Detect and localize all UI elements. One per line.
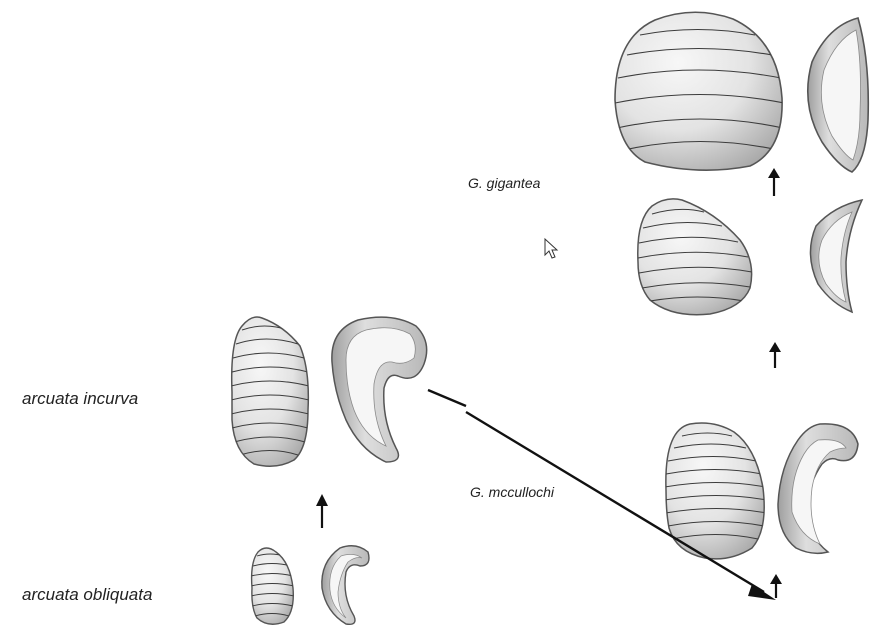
evolution-arrow-gigantea-upper — [768, 168, 780, 196]
mouse-pointer-icon — [545, 239, 557, 258]
mccullochi-side-view — [778, 424, 858, 553]
gigantea-small-valve — [638, 199, 752, 315]
mccullochi-valve — [665, 423, 767, 559]
label-arcuata-obliquata: arcuata obliquata — [22, 585, 152, 604]
gigantea-large-valve — [615, 12, 784, 170]
arcuata-obliquata-side-view — [322, 546, 369, 625]
gigantea-small-side-view — [810, 200, 862, 312]
arcuata-obliquata-valve — [251, 548, 294, 624]
evolution-arrow-arcuata — [316, 494, 328, 528]
evolution-arrow-gigantea-lower — [769, 342, 781, 368]
label-arcuata-incurva: arcuata incurva — [22, 389, 138, 408]
arcuata-incurva-side-view — [332, 317, 427, 462]
label-g-gigantea: G. gigantea — [468, 175, 541, 191]
evolution-arrow-mccullochi — [770, 574, 782, 598]
gigantea-large-side-view — [808, 18, 869, 172]
label-g-mccullochi: G. mccullochi — [470, 484, 555, 500]
arcuata-incurva-valve — [231, 317, 309, 466]
